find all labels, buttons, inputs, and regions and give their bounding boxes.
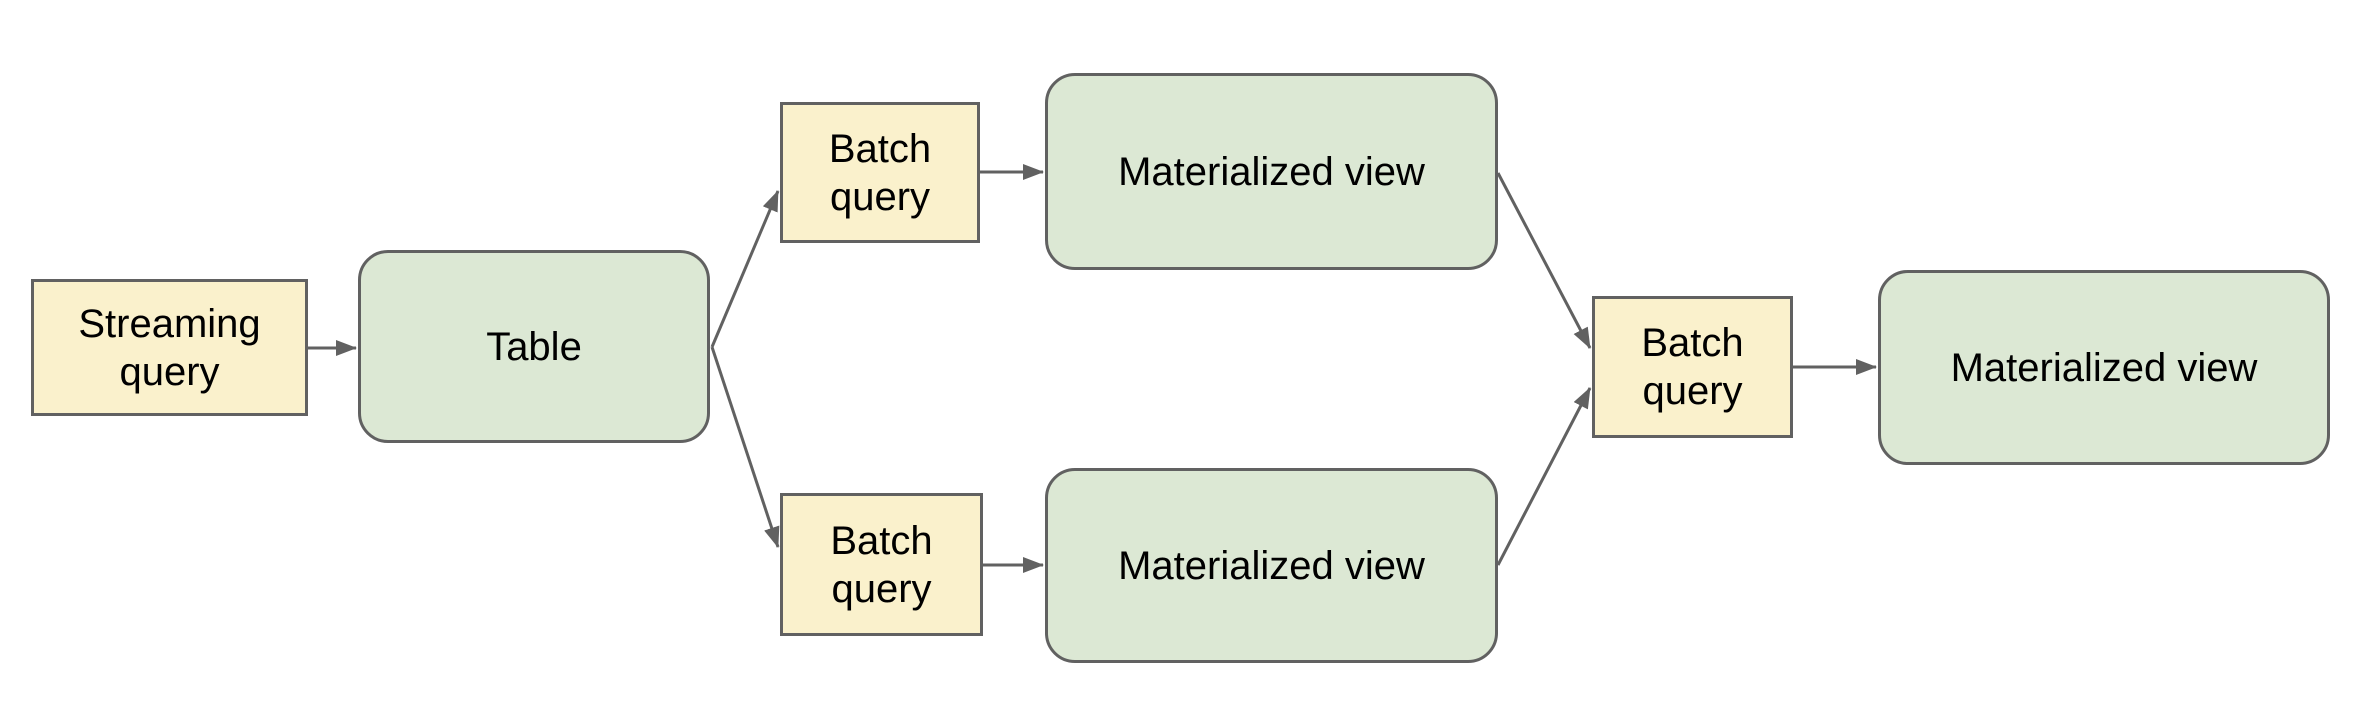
node-table-label: Table: [486, 324, 582, 369]
node-materialized-view-top-label: Materialized view: [1118, 149, 1425, 194]
node-materialized-view-bottom-label: Materialized view: [1118, 543, 1425, 588]
node-batch-query-bottom: Batch query: [780, 493, 983, 636]
node-streaming-query-label: Streaming query: [78, 301, 261, 394]
edge-table-to-batch-query-top: [710, 190, 780, 348]
node-batch-query-bottom-label: Batch query: [830, 518, 933, 611]
node-table: Table: [358, 250, 710, 443]
node-materialized-view-bottom: Materialized view: [1045, 468, 1498, 663]
edge-materialized-view-bottom-to-batch-query-right: [1496, 387, 1592, 566]
node-batch-query-right: Batch query: [1592, 296, 1793, 438]
edge-materialized-view-top-to-batch-query-right: [1496, 172, 1592, 349]
node-streaming-query: Streaming query: [31, 279, 308, 416]
node-materialized-view-top: Materialized view: [1045, 73, 1498, 270]
node-batch-query-top: Batch query: [780, 102, 980, 243]
node-batch-query-right-label: Batch query: [1641, 321, 1744, 413]
node-batch-query-top-label: Batch query: [828, 126, 932, 219]
node-materialized-view-right: Materialized view: [1878, 270, 2330, 465]
node-materialized-view-right-label: Materialized view: [1950, 345, 2258, 390]
edge-table-to-batch-query-bottom: [710, 346, 780, 548]
